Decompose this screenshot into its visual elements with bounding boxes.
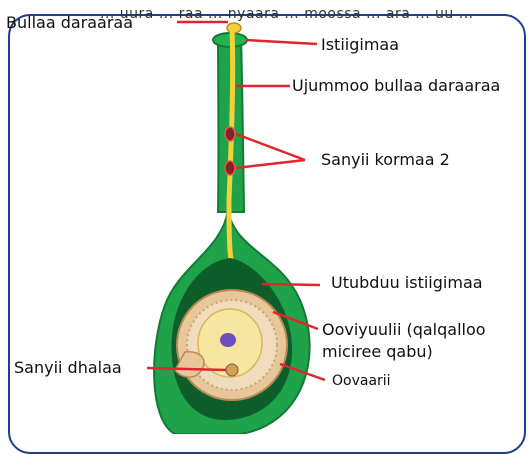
polar-nuclei (220, 333, 236, 347)
label-ujummoo-bullaa-daraaraa: Ujummoo bullaa daraaraa (292, 76, 500, 95)
male-gamete-1 (225, 127, 235, 141)
label-sanyii-kormaa: Sanyii kormaa 2 (321, 150, 450, 169)
pointer-sanyii-kormaa-1 (236, 134, 305, 160)
label-sanyii-dhalaa: Sanyii dhalaa (14, 358, 122, 377)
label-bullaa-daraaraa: Bullaa daraaraa (6, 13, 133, 32)
label-oovaarii: Oovaarii (332, 372, 391, 391)
label-ooviyuulii-line1: Ooviyuulii (qalqalloo (322, 320, 486, 339)
label-ooviyuulii-line2: miciree qabu) (322, 342, 433, 361)
label-istiigimaa: Istiigimaa (321, 35, 399, 54)
label-utubduu-istiigimaa: Utubduu istiigimaa (331, 273, 483, 292)
male-gamete-2 (225, 161, 235, 175)
egg-cell (226, 364, 238, 376)
pointer-sanyii-kormaa-2 (236, 160, 305, 168)
pointer-utubduu (262, 284, 320, 285)
pointer-istiigimaa (246, 40, 317, 44)
